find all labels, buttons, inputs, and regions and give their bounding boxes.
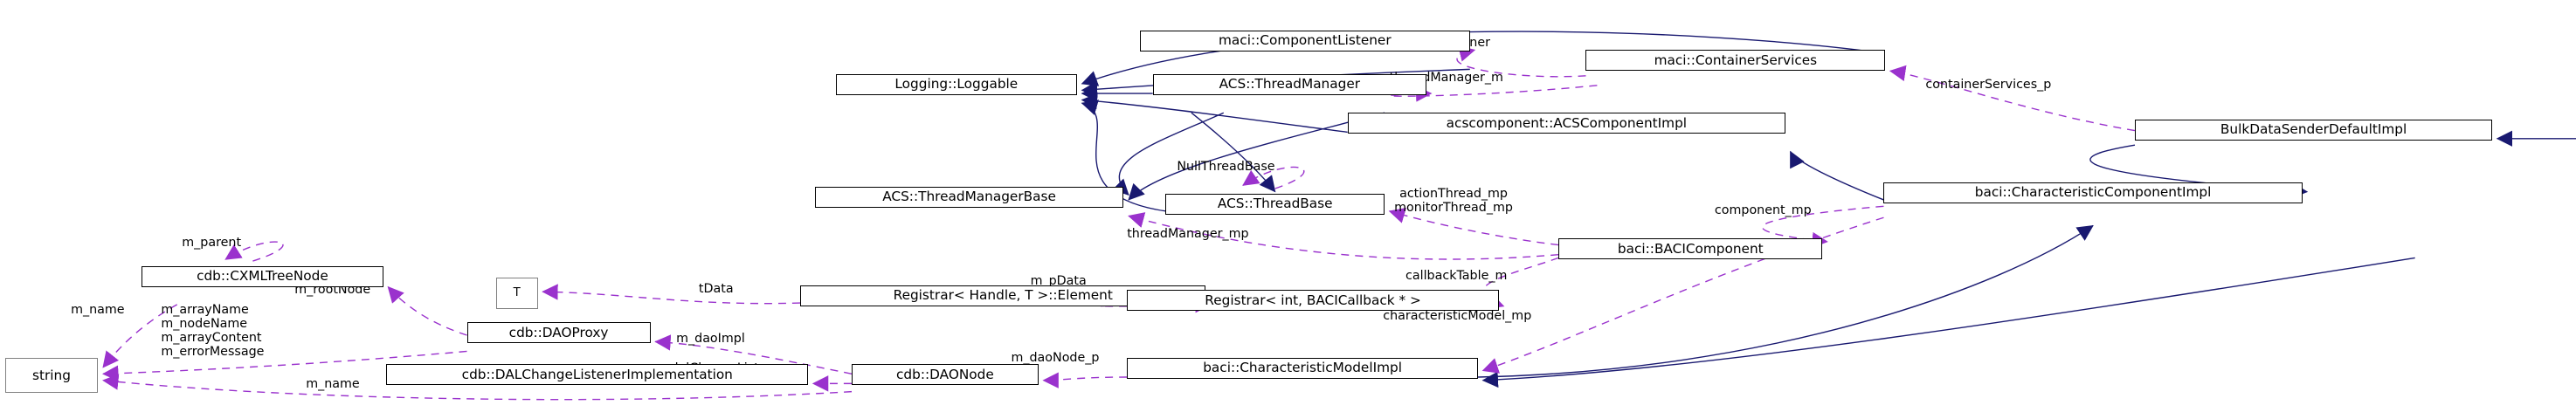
class-node-label: ACS::ThreadBase (1217, 195, 1333, 211)
edge-label-component-mp: component_mp (1714, 203, 1812, 217)
class-node-label: baci::BACIComponent (1617, 240, 1764, 257)
edge-label-cxmltreenode-fields: m_arrayName m_nodeName m_arrayContent m_… (161, 303, 265, 360)
edge-label-m-parent: m_parent (182, 235, 242, 250)
class-node-label: cdb::CXMLTreeNode (197, 267, 328, 284)
class-node-label: cdb::DALChangeListenerImplementation (461, 366, 733, 382)
edge-label-callbacktable-m: callbackTable_m (1405, 269, 1508, 284)
class-node-baci-characteristiccomponentimpl[interactable]: baci::CharacteristicComponentImpl (1883, 182, 2303, 203)
edge-label-characteristicmodel-mp: characteristicModel_mp (1383, 309, 1532, 324)
class-node-maci-containerservices[interactable]: maci::ContainerServices (1585, 50, 1886, 72)
class-node-label: baci::CharacteristicComponentImpl (1974, 183, 2212, 200)
class-node-cdb-dalchangelistenerimplementation[interactable]: cdb::DALChangeListenerImplementation (386, 364, 809, 386)
class-node-acs-threadmanager[interactable]: ACS::ThreadManager (1152, 73, 1426, 95)
class-node-acs-threadbase[interactable]: ACS::ThreadBase (1165, 193, 1385, 215)
class-node-registrar-int-bacicallback[interactable]: Registrar< int, BACICallback * > (1127, 290, 1499, 312)
class-node-label: maci::ComponentListener (1219, 32, 1392, 49)
class-node-label: Registrar< int, BACICallback * > (1205, 292, 1421, 308)
class-node-label: acscomponent::ACSComponentImpl (1446, 114, 1688, 131)
class-node-t[interactable]: T (495, 277, 538, 310)
class-node-label: T (513, 286, 521, 300)
edge-label-m-name-bottom: m_name (306, 377, 360, 391)
class-node-acs-threadmanagerbase[interactable]: ACS::ThreadManagerBase (814, 187, 1124, 209)
class-node-baci-bacicomponent[interactable]: baci::BACIComponent (1558, 238, 1823, 260)
class-node-label: ACS::ThreadManagerBase (882, 189, 1056, 205)
edge-label-m-name-left: m_name (71, 303, 125, 318)
class-node-label: maci::ContainerServices (1654, 52, 1818, 68)
class-node-logging-loggable[interactable]: Logging::Loggable (835, 73, 1078, 95)
edge-label-tdata: tData (698, 282, 734, 297)
class-node-label: cdb::DAOProxy (508, 324, 609, 340)
class-node-label: string (32, 367, 71, 383)
class-node-cdb-cxmltreenode[interactable]: cdb::CXMLTreeNode (142, 265, 383, 287)
class-node-baci-characteristicmodelimpl[interactable]: baci::CharacteristicModelImpl (1127, 357, 1478, 379)
class-node-label: Registrar< Handle, T >::Element (893, 287, 1113, 304)
edge-label-m-daoimpl: m_daoImpl (676, 332, 745, 347)
class-node-string[interactable]: string (4, 357, 99, 394)
association-edges (103, 45, 2135, 399)
class-node-maci-componentlistener[interactable]: maci::ComponentListener (1139, 31, 1470, 52)
edge-label-nullthreadbase: NullThreadBase (1177, 159, 1275, 174)
class-node-label: ACS::ThreadManager (1219, 76, 1361, 93)
class-node-label: Logging::Loggable (894, 76, 1019, 93)
class-node-acscomponent-acscomponentimpl[interactable]: acscomponent::ACSComponentImpl (1347, 113, 1786, 134)
class-node-label: BulkDataSenderDefaultImpl (2220, 120, 2407, 137)
edge-label-actionthread-mp: actionThread_mp monitorThread_mp (1394, 187, 1513, 216)
edge-label-threadmanager-mp: threadManager_mp (1127, 227, 1249, 242)
edge-label-containerservices-p: containerServices_p (1925, 77, 2052, 92)
class-node-label: baci::CharacteristicModelImpl (1203, 360, 1402, 376)
class-node-label: cdb::DAONode (895, 366, 994, 382)
edge-label-m-daonode-p: m_daoNode_p (1011, 351, 1100, 366)
class-node-cdb-daoproxy[interactable]: cdb::DAOProxy (466, 322, 651, 344)
class-node-bulkdatasenderdefaultimpl[interactable]: BulkDataSenderDefaultImpl (2134, 119, 2493, 141)
class-node-cdb-daonode[interactable]: cdb::DAONode (852, 364, 1039, 386)
